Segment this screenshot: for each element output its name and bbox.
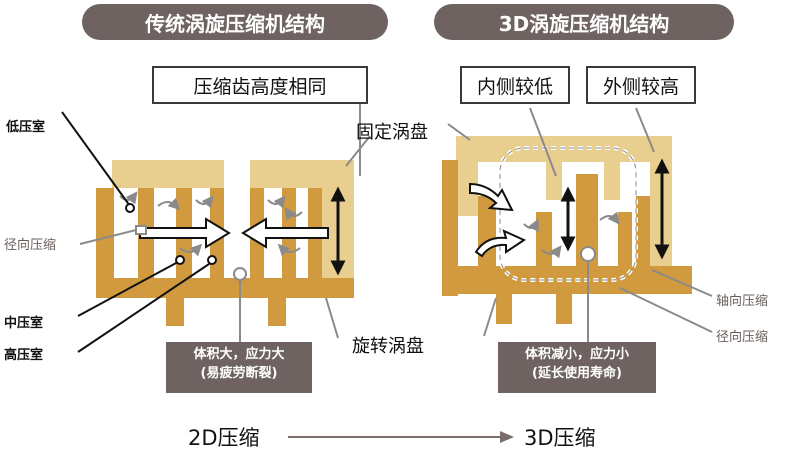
left-low-chamber-label: 低压室 [6, 120, 46, 135]
left-radial-label: 径向压缩 [4, 238, 57, 253]
right-inflow-arrow-top [469, 182, 514, 212]
right-outer-high-label: 外侧较高 [586, 66, 696, 104]
left-fixed-scroll [112, 160, 354, 296]
right-axial-label: 轴向压缩 [716, 294, 769, 309]
left-note: 体积大，应力大 (易疲劳断裂) [166, 342, 312, 393]
left-note-line2: (易疲劳断裂) [200, 366, 278, 381]
left-compression-arrow-right [139, 217, 231, 249]
right-leader-lines [447, 107, 713, 345]
right-inner-low-label: 内侧较低 [460, 66, 570, 104]
right-title: 3D涡旋压缩机结构 [498, 11, 670, 36]
left-high-chamber-label: 高压室 [4, 348, 44, 363]
left-title: 传统涡旋压缩机结构 [145, 11, 325, 36]
left-leader-lines [61, 67, 371, 353]
left-flow-arrows [119, 191, 303, 257]
fixed-scroll-label: 固定涡盘 [356, 122, 428, 143]
right-title-pill: 3D涡旋压缩机结构 [434, 4, 734, 40]
left-mid-chamber-label: 中压室 [4, 316, 44, 331]
right-note-line2: (延长使用寿命) [532, 366, 622, 381]
right-flow-arrows [523, 211, 620, 259]
right-note-line1: 体积减小，应力小 [524, 347, 629, 362]
left-same-height-label: 压缩齿高度相同 [152, 66, 368, 104]
left-title-pill: 传统涡旋压缩机结构 [82, 4, 388, 40]
left-note-line1: 体积大，应力大 [193, 347, 285, 362]
bottom-2d-label: 2D压缩 [188, 426, 260, 450]
right-radial-label: 径向压缩 [716, 330, 769, 345]
right-note: 体积减小，应力小 (延长使用寿命) [498, 342, 656, 393]
orbiting-scroll-label: 旋转涡盘 [352, 336, 424, 357]
left-compression-arrow-left [241, 217, 329, 249]
bottom-3d-label: 3D压缩 [524, 426, 596, 450]
right-inflow-arrow-bottom [474, 229, 527, 258]
